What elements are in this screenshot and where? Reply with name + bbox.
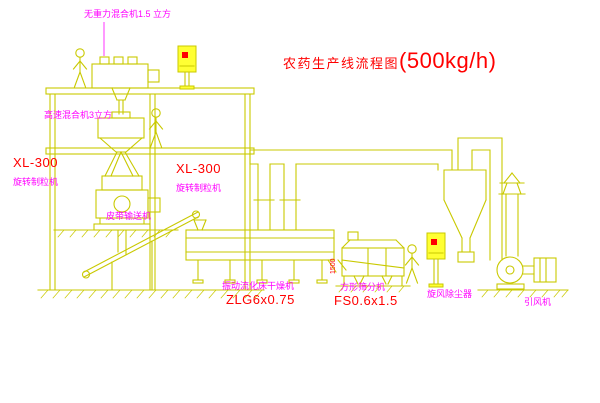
label-granulator-mid-name: 旋转制粒机 [176,183,222,193]
dimension-sieve-height: 1500 [330,258,337,274]
label-sieve-name: 方形筛分机 [340,282,386,292]
control-panel-1 [177,45,197,90]
cyclone-dust-collector [443,137,503,263]
ground-right [477,289,569,298]
title-text: 农药生产线流程图 [283,56,400,71]
label-granulator-left-model: XL-300 [13,155,58,170]
fluid-bed-dryer [185,163,347,284]
diagram-title: 农药生产线流程图(500kg/h) [283,48,496,74]
granulator [93,175,161,255]
label-sieve-model: FS0.6x1.5 [334,293,398,308]
person-figure-right [404,244,420,284]
induced-draft-fan [496,256,557,290]
exhaust-duct [249,149,453,171]
control-panel-2 [426,232,446,288]
label-granulator-left-name: 旋转制粒机 [13,177,59,187]
gravity-free-mixer [91,56,160,115]
high-speed-mixer [97,111,145,177]
sieving-machine [335,231,411,293]
label-cyclone: 旋风除尘器 [427,289,473,299]
label-fan: 引风机 [524,297,552,307]
person-figure-top [72,48,88,88]
label-dryer-name: 振动流化床干燥机 [222,281,295,291]
belt-conveyor [81,210,207,291]
exhaust-stack [498,172,526,257]
label-high-speed-mixer: 高速混合机3立方 [44,110,113,120]
label-gravity-free-mixer: 无重力混合机1.5 立方 [84,9,172,19]
label-granulator-mid-model: XL-300 [176,161,221,176]
title-capacity: (500kg/h) [399,48,497,73]
label-dryer-model: ZLG6x0.75 [226,292,295,307]
label-belt-conveyor: 皮带输送机 [106,211,152,221]
person-figure-mid [148,108,164,148]
